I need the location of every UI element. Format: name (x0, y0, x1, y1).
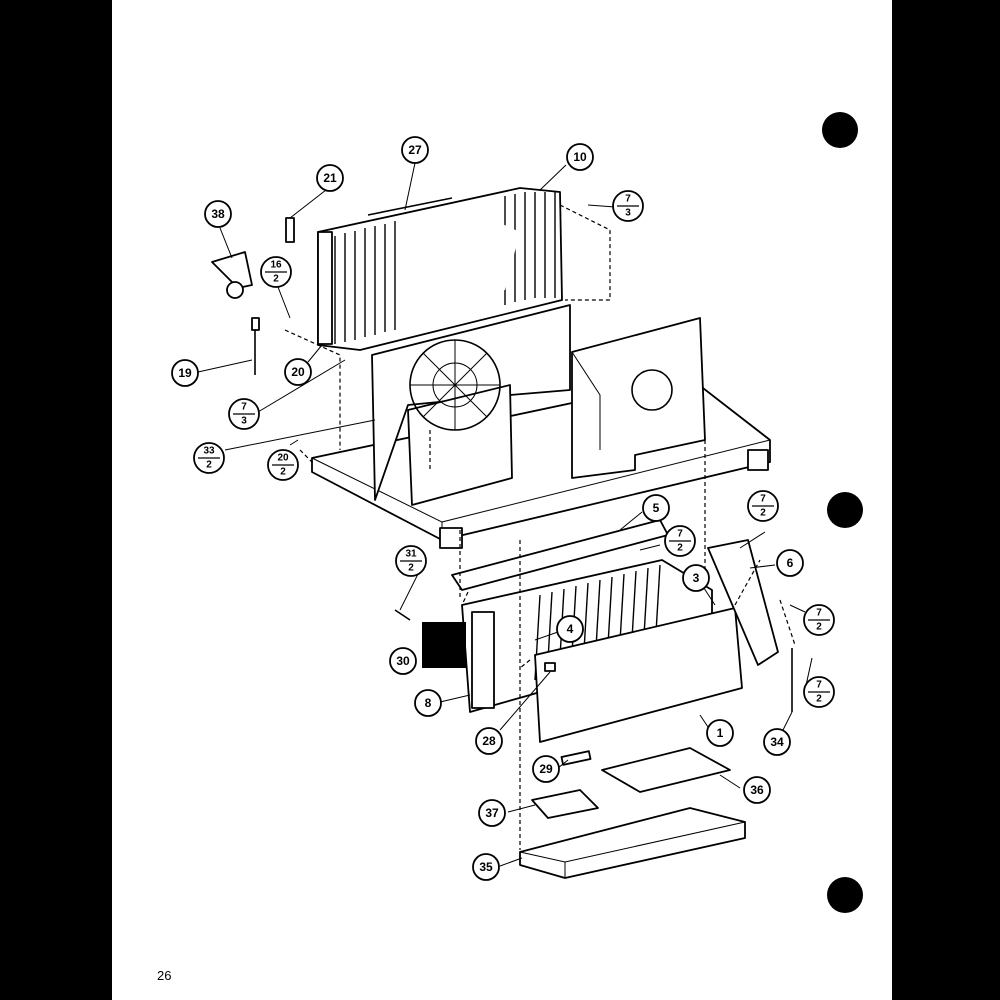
svg-text:7: 7 (625, 194, 631, 205)
small-strip (560, 750, 592, 766)
svg-text:29: 29 (539, 762, 553, 776)
callout-35: 35 (472, 853, 500, 881)
svg-text:2: 2 (816, 622, 822, 633)
insulation-pad (601, 747, 731, 793)
filter-screen (422, 622, 466, 668)
callout-20: 20 (284, 358, 312, 386)
fraction-callout-7-2-right: 7 2 (803, 604, 835, 636)
svg-text:3: 3 (693, 571, 700, 585)
svg-text:5: 5 (653, 501, 660, 515)
svg-text:31: 31 (405, 549, 417, 560)
fraction-callout-7-2-upper-right: 7 2 (747, 490, 779, 522)
callout-4: 4 (556, 615, 584, 643)
svg-text:16: 16 (270, 260, 282, 271)
callout-8: 8 (414, 689, 442, 717)
svg-text:2: 2 (760, 508, 766, 519)
screw (394, 609, 411, 621)
svg-text:21: 21 (323, 171, 337, 185)
svg-text:20: 20 (291, 365, 305, 379)
callout-38: 38 (204, 200, 232, 228)
callout-6: 6 (776, 549, 804, 577)
callout-5: 5 (642, 494, 670, 522)
svg-text:28: 28 (482, 734, 496, 748)
small-clip (285, 217, 295, 243)
bulkhead-panel (571, 317, 706, 479)
svg-text:30: 30 (396, 654, 410, 668)
svg-text:35: 35 (479, 860, 493, 874)
condenser-coil (317, 187, 563, 351)
svg-text:2: 2 (816, 694, 822, 705)
front-panel (534, 607, 743, 743)
svg-text:7: 7 (677, 529, 683, 540)
svg-text:7: 7 (816, 680, 822, 691)
callout-37: 37 (478, 799, 506, 827)
binding-hole-middle (827, 492, 863, 528)
svg-text:1: 1 (717, 726, 724, 740)
callout-29: 29 (532, 755, 560, 783)
refrigerant-tube (251, 317, 260, 375)
svg-text:2: 2 (280, 467, 286, 478)
leader-lines (197, 162, 813, 867)
svg-text:36: 36 (750, 783, 764, 797)
binding-hole-top (822, 112, 858, 148)
svg-text:27: 27 (408, 143, 422, 157)
bracket-part (211, 251, 253, 299)
svg-text:33: 33 (203, 446, 215, 457)
callout-36: 36 (743, 776, 771, 804)
gasket-pad (531, 789, 599, 819)
svg-text:4: 4 (567, 622, 574, 636)
page-number: 26 (157, 968, 172, 983)
fraction-callout-7-3-left: 7 3 (228, 398, 260, 430)
svg-text:2: 2 (206, 460, 212, 471)
side-bracket (707, 539, 779, 666)
svg-text:2: 2 (273, 274, 279, 285)
fraction-callout-7-3-top: 7 3 (612, 190, 644, 222)
fraction-callout-7-2-lower-right: 7 2 (803, 676, 835, 708)
svg-text:10: 10 (573, 150, 587, 164)
svg-text:7: 7 (760, 494, 766, 505)
callout-10: 10 (566, 143, 594, 171)
svg-text:19: 19 (178, 366, 192, 380)
svg-text:7: 7 (241, 402, 247, 413)
svg-text:6: 6 (787, 556, 794, 570)
svg-text:37: 37 (485, 806, 499, 820)
fraction-callout-33-2: 33 2 (193, 442, 225, 474)
fan-shroud (371, 304, 571, 506)
svg-text:34: 34 (770, 735, 784, 749)
callout-28: 28 (475, 727, 503, 755)
callout-1: 1 (706, 719, 734, 747)
binding-hole-bottom (827, 877, 863, 913)
callout-34: 34 (763, 728, 791, 756)
svg-text:2: 2 (677, 543, 683, 554)
fraction-callout-20-2: 20 2 (267, 449, 299, 481)
callout-3: 3 (682, 564, 710, 592)
callout-27: 27 (401, 136, 429, 164)
fraction-callout-7-2-center: 7 2 (664, 525, 696, 557)
fraction-callout-31-2: 31 2 (395, 545, 427, 577)
svg-text:3: 3 (625, 208, 631, 219)
svg-text:20: 20 (277, 453, 289, 464)
drain-pan (519, 807, 746, 879)
callout-21: 21 (316, 164, 344, 192)
callout-19: 19 (171, 359, 199, 387)
svg-text:3: 3 (241, 416, 247, 427)
svg-text:38: 38 (211, 207, 225, 221)
svg-text:2: 2 (408, 563, 414, 574)
fraction-callout-16-2: 16 2 (260, 256, 292, 288)
svg-text:8: 8 (425, 696, 432, 710)
svg-text:7: 7 (816, 608, 822, 619)
callout-30: 30 (389, 647, 417, 675)
